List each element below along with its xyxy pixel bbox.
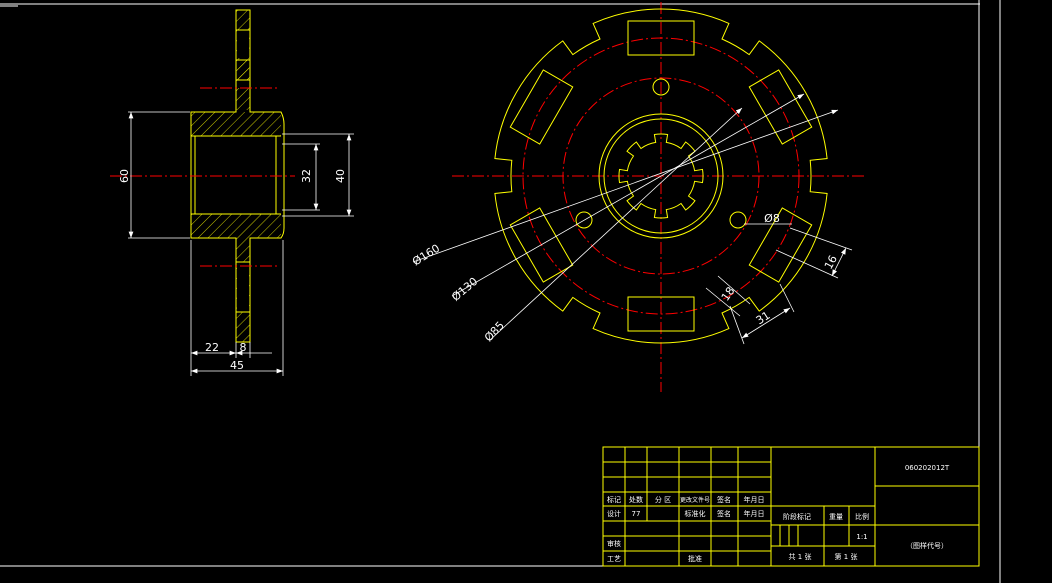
hdr-sign: 签名 <box>717 495 731 504</box>
hole-lower-right <box>729 211 747 229</box>
lbl-scale: 比例 <box>855 512 869 521</box>
lbl-sign: 签名 <box>717 509 731 518</box>
lbl-weight: 重量 <box>829 513 843 521</box>
hub-inner-circle <box>603 118 719 234</box>
lbl-date: 年月日 <box>744 509 765 518</box>
sheets-total: 共 1 张 <box>789 552 812 561</box>
hub-lower-hatch <box>191 214 281 238</box>
spring-window-2 <box>748 207 813 283</box>
spline-profile <box>618 133 704 219</box>
val-scale: 1:1 <box>856 533 867 541</box>
val-design: 77 <box>632 510 641 518</box>
lbl-standardize: 标准化 <box>685 509 706 518</box>
lbl-approve: 批准 <box>688 554 702 563</box>
outer-disc-path <box>494 8 828 344</box>
drawing-number: 060202012T <box>905 464 950 472</box>
spring-window-5 <box>509 69 574 145</box>
side-section-view: 60 32 40 22 8 45 <box>110 9 354 376</box>
hdr-count: 处数 <box>629 495 643 504</box>
pitch-circle-130 <box>562 77 760 275</box>
spring-window-3 <box>627 296 695 332</box>
lbl-design: 设计 <box>607 509 621 518</box>
spline-path <box>618 133 704 219</box>
dim-45: 45 <box>230 359 244 372</box>
dim-31: 31 <box>754 309 773 328</box>
dim-phi8: Ø8 <box>764 212 780 225</box>
hub-upper-hatch <box>191 112 281 136</box>
dim-phi85: Ø85 <box>482 319 507 344</box>
dim-phi130: Ø130 <box>449 275 480 304</box>
spring-window-0 <box>627 20 695 56</box>
pitch-circle-outer <box>522 37 800 315</box>
dim-60: 60 <box>118 169 131 183</box>
dim-22: 22 <box>205 341 219 354</box>
sheet-no: 第 1 张 <box>835 552 858 561</box>
drawing-code-label: （图样代号） <box>906 541 948 550</box>
spring-window-1 <box>748 69 813 145</box>
hdr-date: 年月日 <box>744 495 765 504</box>
dim-16: 16 <box>822 253 840 271</box>
hdr-mark: 标记 <box>607 495 621 504</box>
hdr-change-doc: 更改文件号 <box>680 496 710 504</box>
lbl-stage: 阶段标记 <box>783 512 811 521</box>
hole-lower-left <box>575 211 593 229</box>
dim-40: 40 <box>334 169 347 183</box>
sheet-frame <box>0 0 1001 583</box>
title-block: 标记 处数 分 区 更改文件号 签名 年月日 设计 77 标准化 签名 年月日 … <box>602 446 980 567</box>
lbl-check: 审核 <box>607 539 621 548</box>
outer-disc-outline <box>494 8 828 344</box>
hdr-zone: 分 区 <box>655 495 671 504</box>
hub-outer-circle <box>598 113 724 239</box>
dim-8: 8 <box>240 341 247 354</box>
hole-top <box>652 78 670 96</box>
front-view: Ø160 Ø130 Ø85 Ø8 16 18 31 <box>410 2 866 392</box>
lbl-process: 工艺 <box>607 555 621 563</box>
dim-32: 32 <box>300 169 313 183</box>
side-outline <box>190 9 285 343</box>
dim-phi160: Ø160 <box>410 242 442 269</box>
